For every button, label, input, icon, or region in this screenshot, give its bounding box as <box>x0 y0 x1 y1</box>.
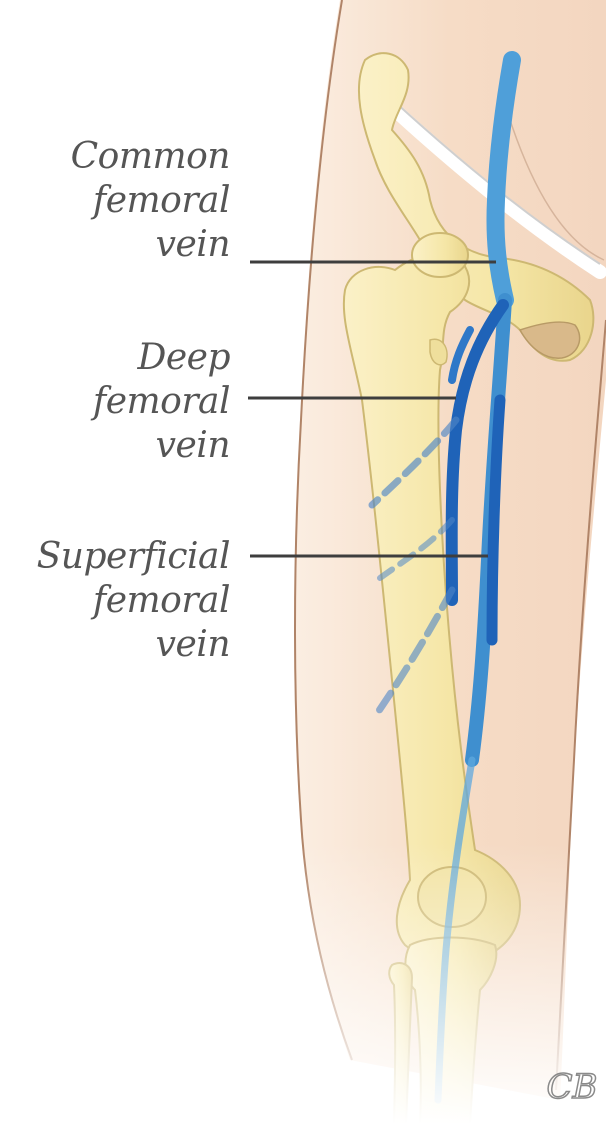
label-common-femoral-vein: Common femoral vein <box>71 135 230 267</box>
label-common-line2: femoral <box>71 179 230 223</box>
artist-signature: CB <box>547 1067 598 1107</box>
label-superficial-line3: vein <box>37 623 230 667</box>
label-deep-line3: vein <box>93 424 230 468</box>
label-superficial-line1: Superficial <box>37 535 230 579</box>
label-deep-femoral-vein: Deep femoral vein <box>93 336 230 468</box>
label-superficial-femoral-vein: Superficial femoral vein <box>37 535 230 667</box>
label-deep-line2: femoral <box>93 380 230 424</box>
label-deep-line1: Deep <box>93 336 230 380</box>
label-superficial-line2: femoral <box>37 579 230 623</box>
label-common-line1: Common <box>71 135 230 179</box>
label-common-line3: vein <box>71 223 230 267</box>
